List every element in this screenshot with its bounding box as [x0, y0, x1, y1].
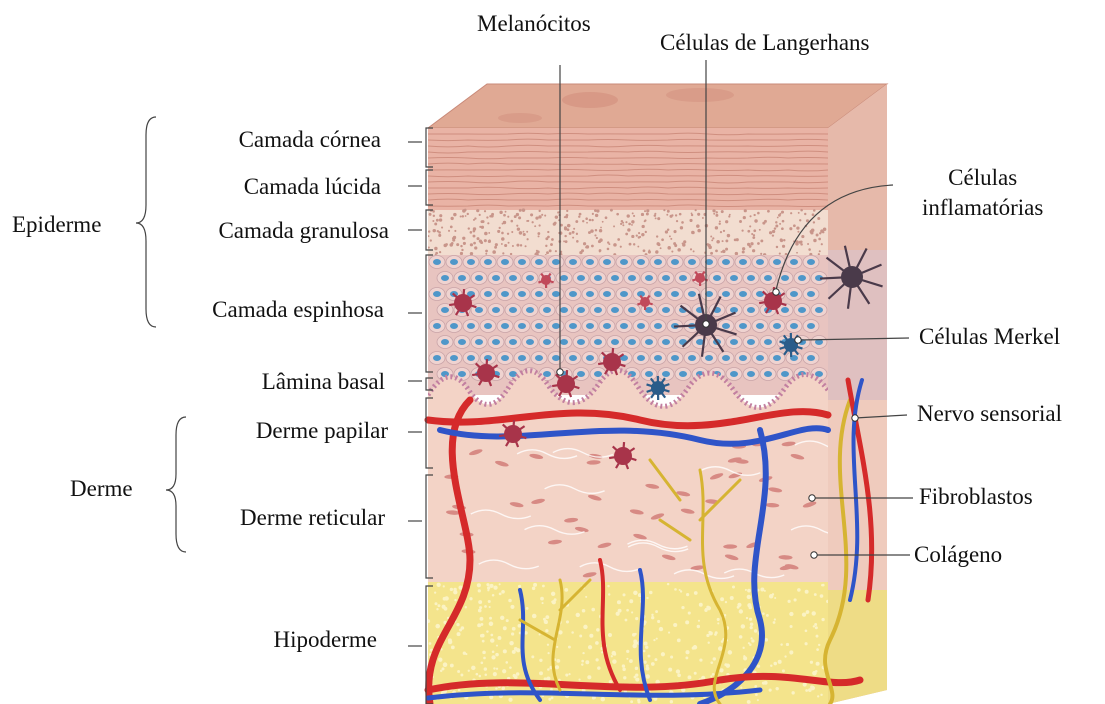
label-inflammatory-cells: Células inflamatórias	[922, 163, 1043, 223]
label-collagen: Colágeno	[914, 543, 1002, 566]
label-stratum-granulosum: Camada granulosa	[218, 219, 389, 242]
label-reticular-dermis: Derme reticular	[240, 506, 385, 529]
label-basal-lamina: Lâmina basal	[262, 370, 385, 393]
label-stratum-corneum: Camada córnea	[239, 128, 381, 151]
label-inflammatory-line2: inflamatórias	[922, 193, 1043, 223]
label-melanocytes: Melanócitos	[477, 12, 591, 35]
label-epidermis: Epiderme	[12, 213, 101, 236]
label-dermis: Derme	[70, 477, 133, 500]
label-sensory-nerve: Nervo sensorial	[917, 402, 1062, 425]
label-hypodermis: Hipoderme	[274, 628, 377, 651]
label-stratum-spinosum: Camada espinhosa	[212, 298, 384, 321]
label-inflammatory-line1: Células	[922, 163, 1043, 193]
label-fibroblasts: Fibroblastos	[919, 485, 1033, 508]
label-langerhans-cells: Células de Langerhans	[660, 31, 869, 54]
label-stratum-lucidum: Camada lúcida	[244, 175, 381, 198]
skin-surface-top	[428, 84, 887, 128]
label-papillary-dermis: Derme papilar	[256, 419, 388, 442]
label-merkel-cells: Células Merkel	[919, 325, 1060, 348]
